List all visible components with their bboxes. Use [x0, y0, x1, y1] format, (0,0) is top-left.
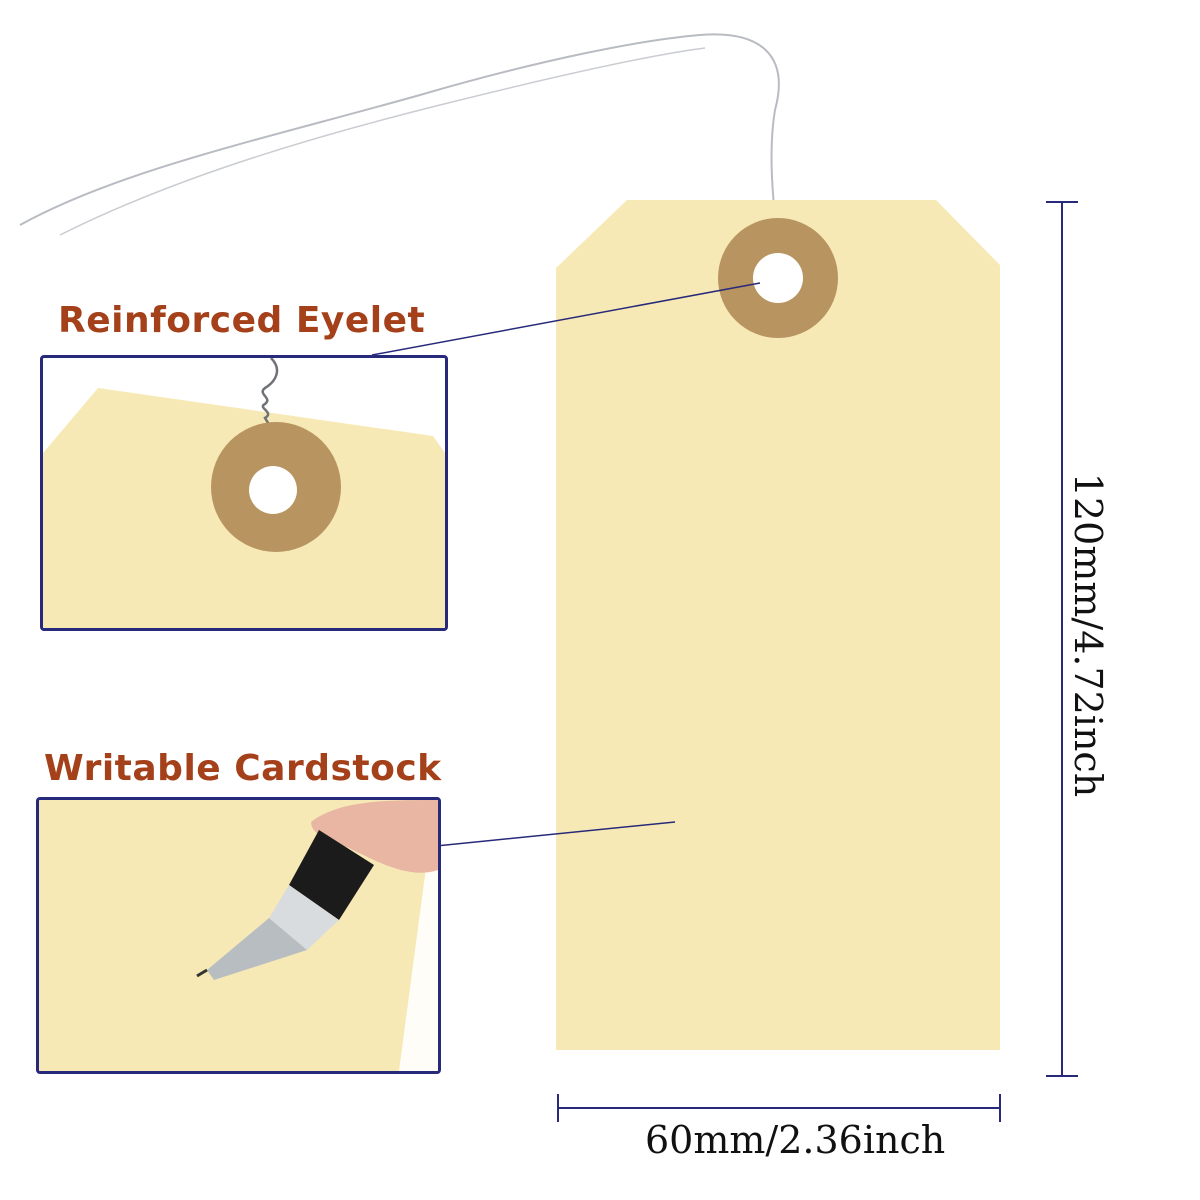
cardstock-closeup-panel — [36, 797, 441, 1074]
tag-wire — [19, 33, 780, 269]
pen-icon — [196, 830, 374, 980]
eyelet-leader-line — [371, 282, 761, 356]
width-dimension-line — [557, 1094, 1001, 1122]
height-dimension-label: 120mm/4.72inch — [1066, 472, 1110, 798]
finger-icon — [311, 800, 438, 873]
eyelet-closeup-image — [43, 358, 445, 628]
tag-wire-strand — [59, 47, 706, 236]
cardstock-leader-line — [435, 821, 676, 847]
closeup-eyelet-hole — [249, 466, 297, 514]
eyelet-closeup-panel — [40, 355, 448, 631]
reinforced-eyelet-title: Reinforced Eyelet — [58, 300, 426, 341]
width-dimension-label: 60mm/2.36inch — [645, 1118, 946, 1162]
writable-cardstock-title: Writable Cardstock — [44, 748, 442, 789]
eyelet-hole — [753, 253, 803, 303]
height-dimension-line — [1046, 201, 1078, 1077]
main-tag — [556, 200, 1000, 1050]
pen-writing-image — [39, 800, 438, 1071]
